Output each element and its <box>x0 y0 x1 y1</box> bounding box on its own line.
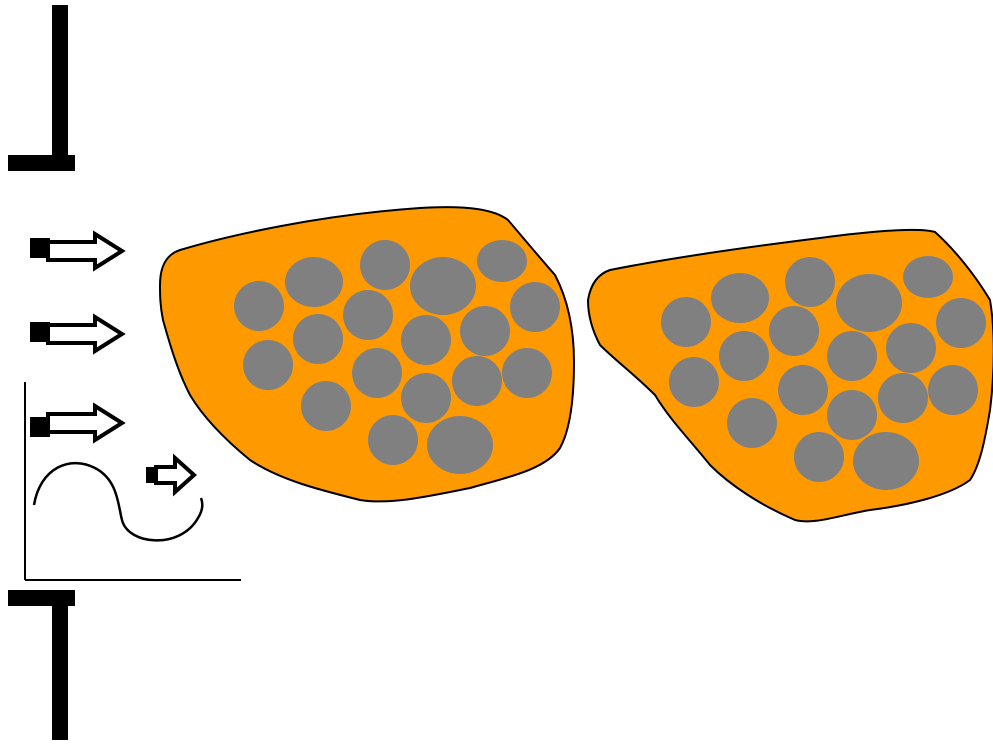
particle <box>836 274 902 332</box>
particle <box>502 348 552 398</box>
particle <box>711 273 769 323</box>
particle <box>936 298 986 348</box>
particle <box>360 240 410 290</box>
particle <box>794 432 844 482</box>
particle <box>368 415 418 465</box>
particle <box>460 306 510 356</box>
particle <box>352 348 402 398</box>
particle <box>477 240 527 282</box>
particle <box>785 257 835 307</box>
particle <box>234 281 284 331</box>
particle <box>769 306 819 356</box>
electrode-bottom-icon <box>8 590 75 740</box>
particle <box>878 373 928 423</box>
tissue-sample-right <box>588 230 993 521</box>
particle <box>886 323 936 373</box>
particle <box>401 373 451 423</box>
particle <box>669 357 719 407</box>
particle <box>928 365 978 415</box>
particle <box>727 398 777 448</box>
field-arrow-2 <box>30 317 122 351</box>
particle <box>827 390 877 440</box>
particle <box>903 256 953 298</box>
particle <box>427 416 493 474</box>
particle <box>510 282 560 332</box>
particle <box>401 315 451 365</box>
particle <box>293 314 343 364</box>
particle <box>827 331 877 381</box>
particle <box>661 297 711 347</box>
propagation-arrow <box>146 458 194 492</box>
particle <box>719 331 769 381</box>
particle <box>853 432 919 490</box>
particle <box>343 290 393 340</box>
particle <box>452 356 502 406</box>
particle <box>285 257 343 307</box>
particle <box>243 340 293 390</box>
electrode-top-icon <box>8 5 75 171</box>
tissue-sample-left <box>160 207 574 501</box>
particle <box>410 257 476 315</box>
particle <box>301 381 351 431</box>
field-arrow-3 <box>30 406 122 440</box>
particle <box>778 365 828 415</box>
field-arrow-1 <box>30 234 122 268</box>
